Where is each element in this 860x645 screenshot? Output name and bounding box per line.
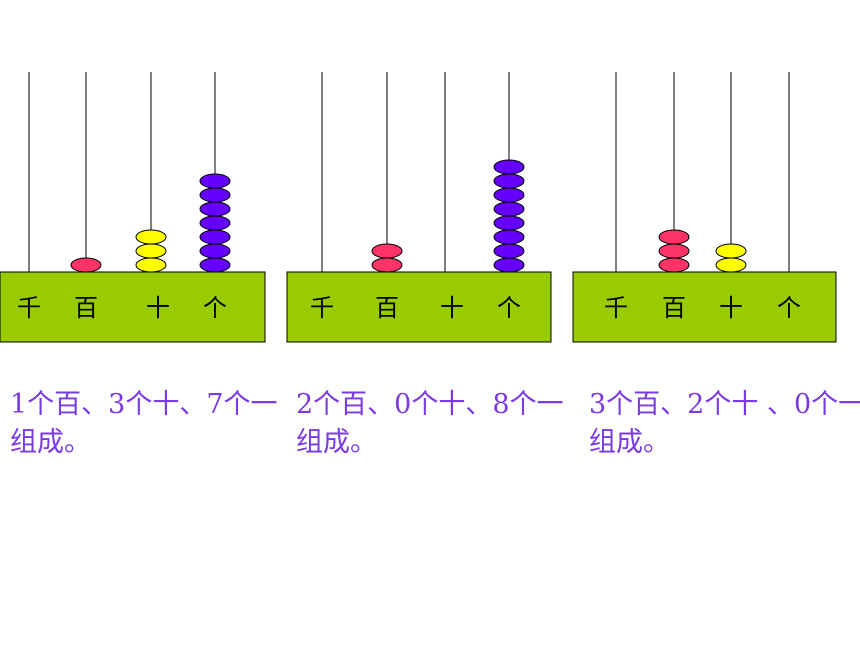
abacus-1-base xyxy=(0,271,266,343)
caption-abacus-3: 3个百、2个十 、0个一组成。 xyxy=(589,389,860,458)
abacus-1-label-tens: 十 xyxy=(146,294,170,322)
abacus-3-bead-hundreds xyxy=(658,229,690,245)
abacus-3-bead-hundreds xyxy=(658,243,690,259)
abacus-2-bead-ones xyxy=(493,173,525,189)
abacus-2-bead-ones xyxy=(493,243,525,259)
abacus-2-bead-ones xyxy=(493,215,525,231)
abacus-2-bead-hundreds xyxy=(371,257,403,273)
abacus-2-label-hundreds: 百 xyxy=(375,294,399,322)
abacus-1-bead-ones xyxy=(199,243,231,259)
abacus-2-base xyxy=(286,271,552,343)
abacus-1-bead-ones xyxy=(199,173,231,189)
abacus-3-bead-tens xyxy=(715,257,747,273)
abacus-2-bead-ones xyxy=(493,229,525,245)
abacus-1-bead-ones xyxy=(199,229,231,245)
abacus-2-bead-ones xyxy=(493,201,525,217)
abacus-3-label-hundreds: 百 xyxy=(662,294,686,322)
abacus-3-label-ones: 个 xyxy=(777,294,801,322)
abacus-2-label-thousands: 千 xyxy=(310,294,334,322)
abacus-1-bead-ones xyxy=(199,201,231,217)
abacus-2-bead-hundreds xyxy=(371,243,403,259)
abacus-1-label-hundreds: 百 xyxy=(74,294,98,322)
abacus-2-bead-ones xyxy=(493,257,525,273)
abacus-1-bead-tens xyxy=(135,243,167,259)
abacus-2-label-ones: 个 xyxy=(497,294,521,322)
abacus-1-bead-ones xyxy=(199,215,231,231)
abacus-3-bead-tens xyxy=(715,243,747,259)
abacus-1-label-ones: 个 xyxy=(203,294,227,322)
abacus-1-label-thousands: 千 xyxy=(17,294,41,322)
abacus-1-bead-ones xyxy=(199,257,231,273)
abacus-3-label-tens: 十 xyxy=(719,294,743,322)
abacus-3-label-thousands: 千 xyxy=(604,294,628,322)
abacus-2-bead-ones xyxy=(493,187,525,203)
abacus-3-base xyxy=(572,271,837,343)
abacus-2-bead-ones xyxy=(493,159,525,175)
abacus-1-bead-ones xyxy=(199,187,231,203)
abacus-1-bead-hundreds xyxy=(70,257,102,273)
abacus-2-label-tens: 十 xyxy=(440,294,464,322)
abacus-1-bead-tens xyxy=(135,257,167,273)
abacus-1-bead-tens xyxy=(135,229,167,245)
abacus-3-bead-hundreds xyxy=(658,257,690,273)
caption-abacus-2: 2个百、0个十、8个一组成。 xyxy=(296,389,564,458)
caption-abacus-1: 1个百、3个十、7个一组成。 xyxy=(10,389,278,458)
